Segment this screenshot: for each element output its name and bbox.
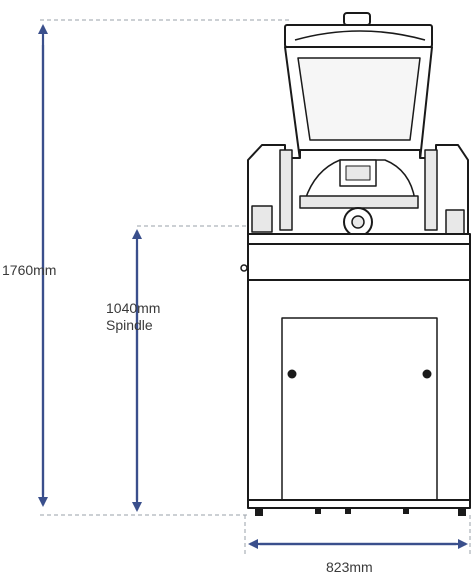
total-height-label: 1760mm	[2, 262, 57, 278]
control-bar	[299, 195, 419, 209]
grinding-machine	[240, 12, 471, 516]
foot-4	[403, 508, 409, 514]
lid-handle	[343, 12, 371, 26]
lid-top-curve	[294, 30, 426, 41]
foot-3	[345, 508, 351, 514]
foot-5	[458, 508, 466, 516]
worktop	[247, 233, 471, 245]
left-fitting	[251, 205, 273, 233]
plinth	[247, 499, 471, 509]
left-post	[279, 149, 293, 231]
mid-band	[247, 243, 471, 281]
foot-1	[255, 508, 263, 516]
cabinet-door	[281, 317, 438, 501]
right-fitting	[445, 209, 465, 237]
spindle-core	[351, 215, 365, 229]
door-handle-left	[287, 369, 297, 379]
right-post	[424, 149, 438, 231]
lid-window	[297, 57, 421, 141]
spindle-caption: Spindle	[106, 317, 153, 333]
dimension-arrows	[38, 24, 468, 549]
width-label: 823mm	[326, 559, 373, 575]
foot-2	[315, 508, 321, 514]
side-knob	[240, 264, 248, 272]
dashed-guides	[40, 19, 471, 555]
display-inner	[345, 165, 371, 181]
door-handle-right	[422, 369, 432, 379]
spindle-height-label: 1040mm	[106, 300, 161, 316]
